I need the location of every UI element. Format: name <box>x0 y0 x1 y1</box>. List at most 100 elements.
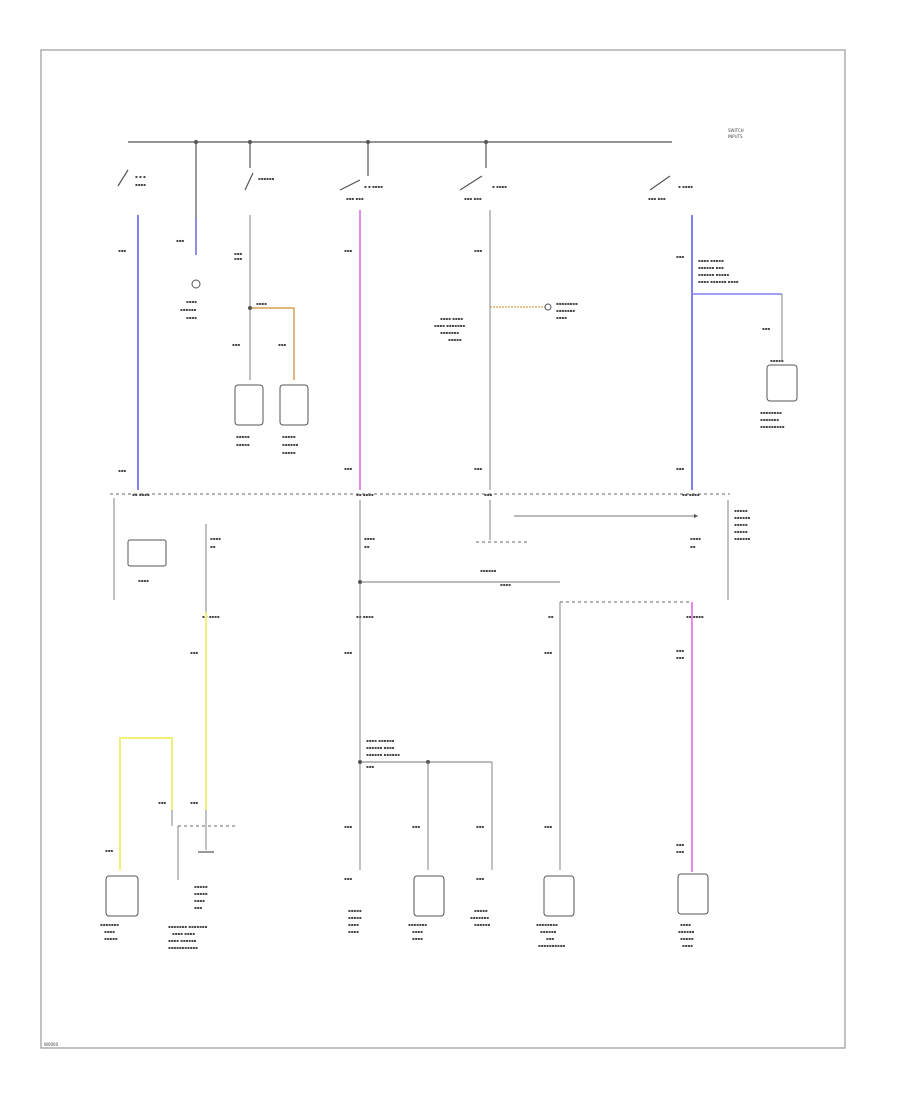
top-right-label-line2: INPUTS <box>728 134 743 139</box>
svg-text:▪▪▪ ▪▪▪: ▪▪▪ ▪▪▪ <box>464 196 482 201</box>
svg-text:▪▪▪▪▪: ▪▪▪▪▪ <box>236 434 250 439</box>
svg-text:▪▪▪: ▪▪▪ <box>344 876 352 881</box>
svg-text:▪▪▪▪▪▪: ▪▪▪▪▪▪ <box>734 536 751 541</box>
svg-text:▪▪▪▪▪: ▪▪▪▪▪ <box>680 936 694 941</box>
svg-text:▪▪▪: ▪▪▪ <box>158 800 166 805</box>
svg-text:▪▪▪▪▪: ▪▪▪▪▪ <box>104 936 118 941</box>
switch-4: ▪ ▪ ▪▪▪▪ ▪▪▪ ▪▪▪ <box>339 142 383 201</box>
svg-text:▪▪▪: ▪▪▪ <box>676 648 684 653</box>
svg-text:▪▪▪: ▪▪▪ <box>344 650 352 655</box>
svg-text:▪▪▪▪: ▪▪▪▪ <box>364 536 375 541</box>
svg-text:▪▪▪▪▪: ▪▪▪▪▪ <box>734 522 748 527</box>
svg-text:▪▪▪▪ ▪▪▪▪: ▪▪▪▪ ▪▪▪▪ <box>172 931 195 936</box>
svg-text:▪▪ ▪▪▪▪: ▪▪ ▪▪▪▪ <box>682 492 700 497</box>
svg-text:▪ ▪▪▪▪: ▪ ▪▪▪▪ <box>678 184 693 189</box>
component-bottom-right-center <box>543 875 575 917</box>
svg-text:▪▪▪▪▪▪▪: ▪▪▪▪▪▪▪ <box>470 915 489 920</box>
svg-text:▪▪▪▪▪▪▪▪▪: ▪▪▪▪▪▪▪▪▪ <box>760 424 785 429</box>
svg-text:▪▪▪: ▪▪▪ <box>234 256 242 261</box>
svg-text:▪ ▪▪▪▪: ▪ ▪▪▪▪ <box>492 184 507 189</box>
component-bottom-1 <box>105 875 139 917</box>
svg-text:▪▪▪: ▪▪▪ <box>474 466 482 471</box>
svg-text:▪▪▪▪▪▪▪▪: ▪▪▪▪▪▪▪▪ <box>760 410 782 415</box>
svg-text:▪▪ ▪▪▪▪: ▪▪ ▪▪▪▪ <box>132 492 150 497</box>
svg-text:▪▪▪▪▪: ▪▪▪▪▪ <box>474 908 488 913</box>
switch-1: ▪ ▪ ▪ ▪▪▪▪ <box>117 169 146 187</box>
svg-text:▪▪▪: ▪▪▪ <box>190 650 198 655</box>
svg-text:▪▪▪▪: ▪▪▪▪ <box>690 536 701 541</box>
svg-text:▪▪▪: ▪▪▪ <box>762 326 770 331</box>
svg-text:▪▪▪▪▪▪: ▪▪▪▪▪▪ <box>282 442 299 447</box>
svg-text:▪▪▪▪ ▪▪▪▪▪▪▪: ▪▪▪▪ ▪▪▪▪▪▪▪ <box>434 323 465 328</box>
svg-text:▪▪▪▪: ▪▪▪▪ <box>194 898 205 903</box>
svg-text:▪▪▪▪ ▪▪▪▪▪: ▪▪▪▪ ▪▪▪▪▪ <box>698 258 724 263</box>
svg-text:▪▪▪ ▪▪▪: ▪▪▪ ▪▪▪ <box>648 196 666 201</box>
svg-text:▪▪▪: ▪▪▪ <box>476 824 484 829</box>
svg-text:▪▪: ▪▪ <box>690 544 696 549</box>
switch-6: ▪ ▪▪▪▪ ▪▪▪ ▪▪▪ <box>648 175 693 201</box>
svg-text:▪▪▪: ▪▪▪ <box>105 848 113 853</box>
svg-text:▪▪▪: ▪▪▪ <box>118 248 126 253</box>
svg-text:▪▪: ▪▪ <box>210 544 216 549</box>
svg-text:▪▪▪▪▪: ▪▪▪▪▪ <box>734 529 748 534</box>
svg-text:▪▪▪: ▪▪▪ <box>676 849 684 854</box>
svg-text:▪▪▪: ▪▪▪ <box>676 655 684 660</box>
svg-text:▪▪▪▪▪▪ ▪▪▪: ▪▪▪▪▪▪ ▪▪▪ <box>698 265 724 270</box>
svg-text:▪▪▪▪ ▪▪▪▪: ▪▪▪▪ ▪▪▪▪ <box>440 316 463 321</box>
svg-text:▪▪▪: ▪▪▪ <box>234 251 242 256</box>
footer-code: W0000 <box>44 1042 59 1047</box>
svg-text:▪▪▪▪▪: ▪▪▪▪▪ <box>348 908 362 913</box>
svg-text:▪▪▪▪▪: ▪▪▪▪▪ <box>236 442 250 447</box>
svg-text:▪▪▪: ▪▪▪ <box>194 905 202 910</box>
svg-text:▪▪▪: ▪▪▪ <box>546 936 554 941</box>
svg-text:▪▪▪ ▪▪▪: ▪▪▪ ▪▪▪ <box>346 196 364 201</box>
svg-text:▪▪ ▪▪▪▪: ▪▪ ▪▪▪▪ <box>686 614 704 619</box>
svg-text:▪▪▪▪▪: ▪▪▪▪▪ <box>770 358 784 363</box>
svg-text:▪▪▪▪: ▪▪▪▪ <box>556 315 567 320</box>
svg-text:▪▪▪: ▪▪▪ <box>344 248 352 253</box>
junction-box-component <box>127 539 167 567</box>
top-right-label-line1: SWITCH <box>728 128 744 133</box>
svg-text:▪▪▪▪: ▪▪▪▪ <box>186 299 197 304</box>
svg-text:▪▪▪: ▪▪▪ <box>176 238 184 243</box>
svg-text:▪▪▪▪▪▪▪: ▪▪▪▪▪▪▪ <box>556 308 575 313</box>
svg-text:▪▪▪: ▪▪▪ <box>366 764 374 769</box>
svg-text:▪▪▪▪▪▪▪: ▪▪▪▪▪▪▪ <box>100 922 119 927</box>
svg-text:▪▪▪▪ ▪▪▪▪▪▪: ▪▪▪▪ ▪▪▪▪▪▪ <box>168 938 197 943</box>
svg-text:▪▪▪▪▪: ▪▪▪▪▪ <box>282 434 296 439</box>
svg-text:▪▪▪▪ ▪▪▪▪▪▪ ▪▪▪▪: ▪▪▪▪ ▪▪▪▪▪▪ ▪▪▪▪ <box>698 279 739 284</box>
svg-text:▪▪▪▪: ▪▪▪▪ <box>680 922 691 927</box>
svg-text:▪▪: ▪▪ <box>364 544 370 549</box>
svg-text:▪▪▪▪▪: ▪▪▪▪▪ <box>348 915 362 920</box>
svg-text:▪▪▪▪▪▪▪▪▪▪▪: ▪▪▪▪▪▪▪▪▪▪▪ <box>168 945 198 950</box>
svg-text:▪▪▪: ▪▪▪ <box>476 876 484 881</box>
svg-text:▪▪▪▪: ▪▪▪▪ <box>348 929 359 934</box>
svg-text:▪▪▪▪▪▪: ▪▪▪▪▪▪ <box>474 922 491 927</box>
diagram-frame <box>40 49 846 1049</box>
component-6 <box>766 364 798 402</box>
svg-text:▪▪▪▪▪▪: ▪▪▪▪▪▪ <box>540 929 557 934</box>
component-3a <box>234 384 264 426</box>
svg-text:▪▪▪: ▪▪▪ <box>278 342 286 347</box>
svg-text:▪▪▪▪: ▪▪▪▪ <box>500 582 511 587</box>
svg-text:▪▪▪▪▪▪▪: ▪▪▪▪▪▪▪ <box>760 417 779 422</box>
component-bottom-right <box>677 873 709 915</box>
svg-text:▪▪▪▪▪▪▪: ▪▪▪▪▪▪▪ <box>408 922 427 927</box>
svg-text:▪▪▪▪: ▪▪▪▪ <box>682 943 693 948</box>
svg-text:▪▪▪▪▪▪▪ ▪▪▪▪▪▪▪: ▪▪▪▪▪▪▪ ▪▪▪▪▪▪▪ <box>168 924 208 929</box>
svg-text:▪▪▪: ▪▪▪ <box>544 824 552 829</box>
svg-text:▪▪▪▪: ▪▪▪▪ <box>138 578 149 583</box>
svg-text:▪▪▪: ▪▪▪ <box>676 254 684 259</box>
svg-text:▪▪▪▪▪▪▪▪▪▪: ▪▪▪▪▪▪▪▪▪▪ <box>538 943 565 948</box>
svg-text:▪▪▪: ▪▪▪ <box>484 492 492 497</box>
svg-text:▪▪▪▪▪▪: ▪▪▪▪▪▪ <box>678 929 695 934</box>
switch-5: ▪ ▪▪▪▪ ▪▪▪ ▪▪▪ <box>459 142 507 201</box>
svg-text:▪▪ ▪▪▪▪: ▪▪ ▪▪▪▪ <box>202 614 220 619</box>
svg-text:▪▪ ▪▪▪▪: ▪▪ ▪▪▪▪ <box>356 492 374 497</box>
svg-text:▪▪▪: ▪▪▪ <box>344 824 352 829</box>
svg-text:▪▪▪▪: ▪▪▪▪ <box>210 536 221 541</box>
svg-text:▪▪▪▪▪: ▪▪▪▪▪ <box>734 508 748 513</box>
svg-text:▪▪▪: ▪▪▪ <box>544 650 552 655</box>
